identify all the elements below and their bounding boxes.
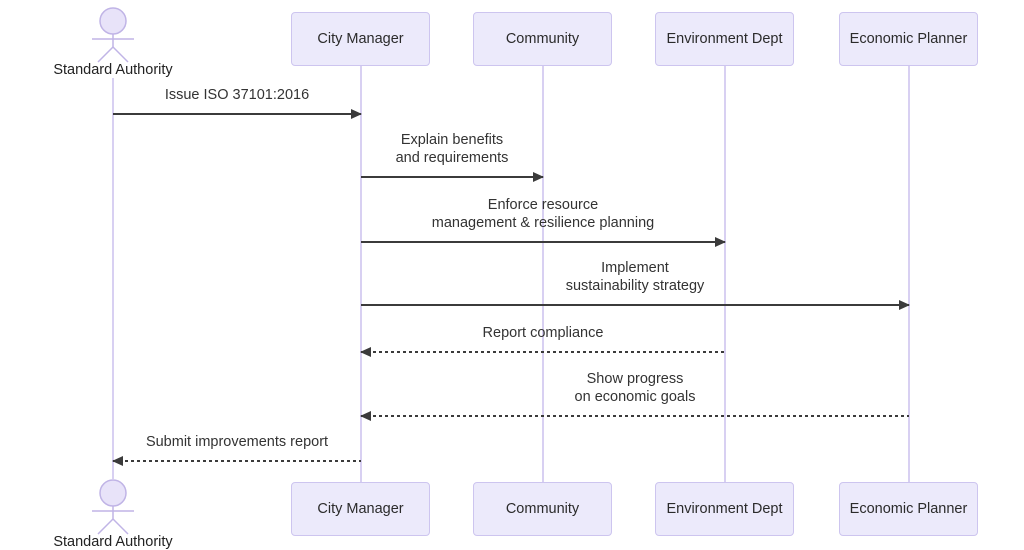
actor-icon <box>92 479 134 535</box>
participant-economic-planner-bottom: Economic Planner <box>839 482 978 536</box>
participant-city-manager-top: City Manager <box>291 12 430 66</box>
participant-city-manager-bottom: City Manager <box>291 482 430 536</box>
message-6-label: Show progress on economic goals <box>574 371 696 405</box>
participant-environment-dept-bottom: Environment Dept <box>655 482 794 536</box>
actor-label-standard-authority-top: Standard Authority <box>53 62 173 78</box>
message-1-arrow <box>113 109 362 119</box>
message-5-arrow <box>360 347 725 357</box>
message-3-arrow <box>361 237 726 247</box>
participant-environment-dept-top: Environment Dept <box>655 12 794 66</box>
message-2-label: Explain benefits and requirements <box>395 132 509 166</box>
message-7-label: Submit improvements report <box>145 434 329 450</box>
lifeline-environment-dept <box>724 66 726 482</box>
arrowhead-right-icon <box>715 237 726 247</box>
message-1-label: Issue ISO 37101:2016 <box>164 87 310 103</box>
arrowhead-right-icon <box>533 172 544 182</box>
arrowhead-right-icon <box>351 109 362 119</box>
lifeline-city-manager <box>360 66 362 482</box>
arrowhead-left-icon <box>360 411 371 421</box>
lifeline-standard-authority <box>112 78 114 479</box>
message-6-arrow <box>360 411 909 421</box>
arrowhead-left-icon <box>112 456 123 466</box>
message-7-arrow <box>112 456 361 466</box>
lifeline-economic-planner <box>908 66 910 482</box>
message-5-label: Report compliance <box>482 325 604 341</box>
participant-community-top: Community <box>473 12 612 66</box>
participant-community-bottom: Community <box>473 482 612 536</box>
participant-economic-planner-top: Economic Planner <box>839 12 978 66</box>
arrowhead-left-icon <box>360 347 371 357</box>
message-3-label: Enforce resource management & resilience… <box>431 197 655 231</box>
message-4-label: Implement sustainability strategy <box>565 260 705 294</box>
message-2-arrow <box>361 172 544 182</box>
lifeline-community <box>542 66 544 482</box>
message-4-arrow <box>361 300 910 310</box>
actor-icon <box>92 7 134 63</box>
arrowhead-right-icon <box>899 300 910 310</box>
actor-label-standard-authority-bottom: Standard Authority <box>53 534 173 550</box>
